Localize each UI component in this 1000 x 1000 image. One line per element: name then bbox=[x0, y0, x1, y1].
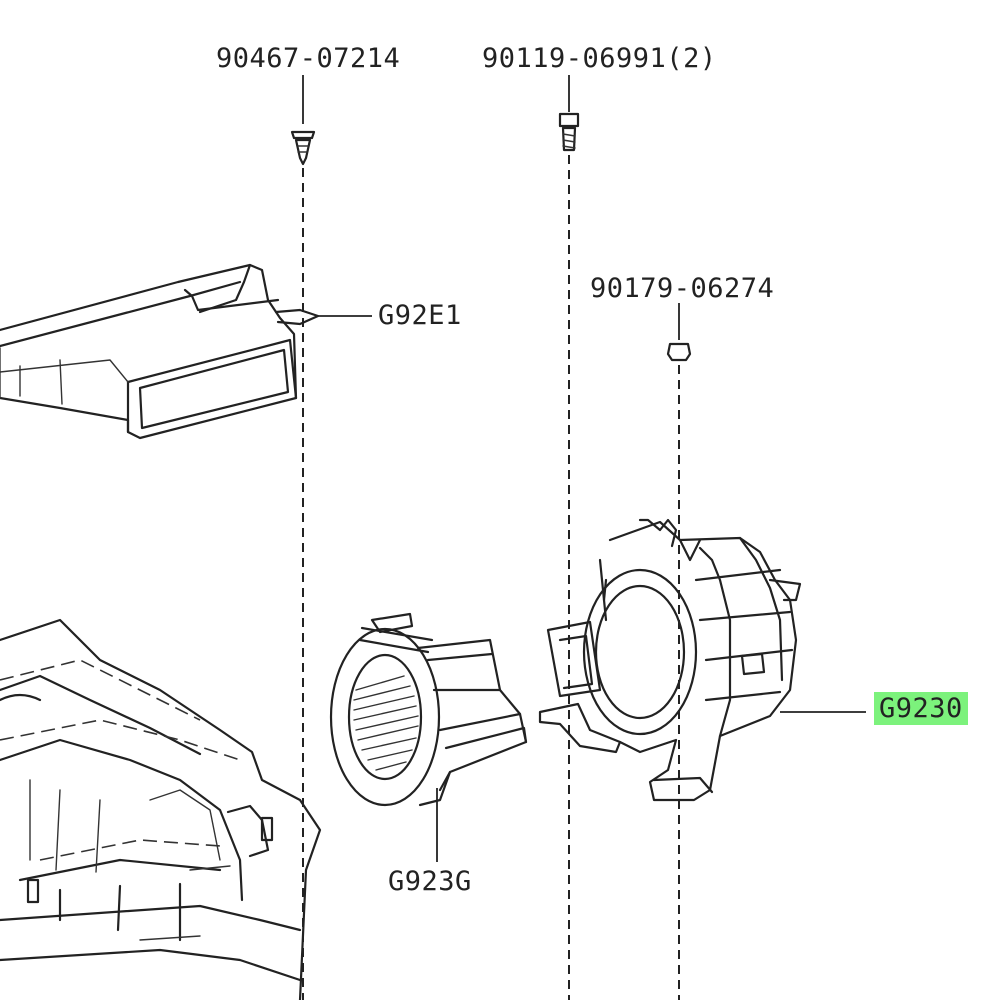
label-adapter-g923g: G923G bbox=[388, 866, 472, 897]
blower-case-part bbox=[538, 518, 802, 802]
adapter-ring-part bbox=[329, 612, 528, 807]
label-blower-case-g9230: G9230 bbox=[874, 692, 968, 725]
heater-unit-housing bbox=[0, 618, 322, 1000]
screw-icon bbox=[558, 75, 580, 152]
label-screw-90119: 90119-06991(2) bbox=[482, 43, 717, 74]
push-clip-icon bbox=[290, 75, 316, 166]
upper-duct-part bbox=[0, 263, 320, 440]
label-nut-90179: 90179-06274 bbox=[590, 273, 775, 304]
label-duct-g92e1: G92E1 bbox=[378, 300, 462, 331]
label-bolt-90467: 90467-07214 bbox=[216, 43, 401, 74]
nut-icon bbox=[666, 303, 692, 362]
